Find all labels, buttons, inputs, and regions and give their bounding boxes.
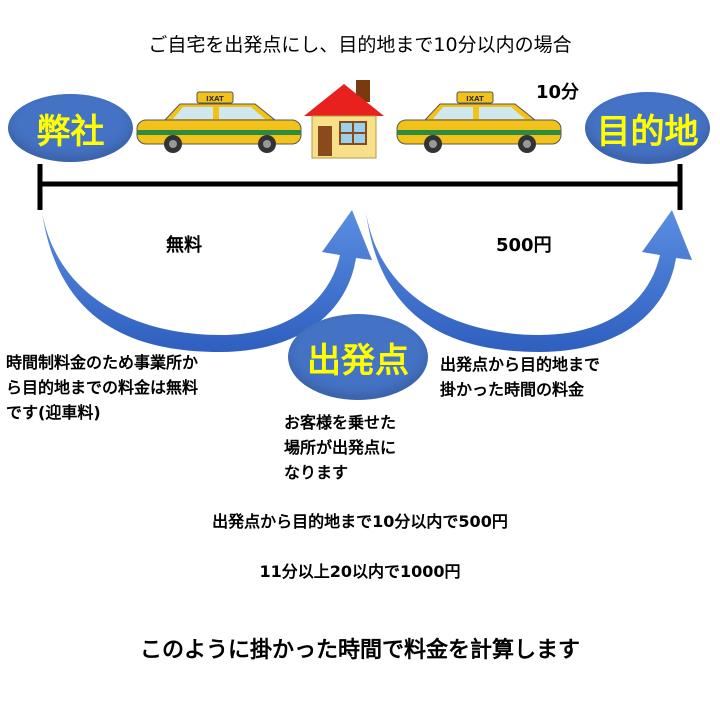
ten-minutes-label: 10分	[536, 82, 580, 103]
left-curved-arrow	[42, 210, 372, 352]
company-bubble: 弊社	[8, 94, 133, 162]
left-note-line: ら目的地までの料金は無料	[6, 378, 199, 397]
right-note-line: 出発点から目的地まで	[440, 355, 601, 374]
center-note: お客様を乗せた 場所が出発点に なります	[284, 410, 396, 485]
fare-label: 500円	[496, 235, 552, 256]
page-title: ご自宅を出発点にし、目的地まで10分以内の場合	[148, 34, 572, 56]
left-note-line: です(迎車料)	[6, 403, 101, 422]
left-note: 時間制料金のため事業所か ら目的地までの料金は無料 です(迎車料)	[6, 350, 198, 425]
taxi-icon	[136, 91, 302, 153]
center-note-line: お客様を乗せた	[284, 413, 397, 432]
taxi-icon	[396, 91, 562, 153]
right-note: 出発点から目的地まで 掛かった時間の料金	[440, 352, 600, 402]
start-label: 出発点	[307, 340, 409, 381]
destination-label: 目的地	[596, 111, 699, 152]
right-note-line: 掛かった時間の料金	[440, 380, 585, 399]
center-note-line: 場所が出発点に	[284, 438, 397, 457]
taxi-sign-2: IXAT	[466, 95, 484, 103]
house-icon	[304, 80, 384, 159]
start-bubble: 出発点	[288, 314, 428, 400]
free-label: 無料	[166, 235, 202, 256]
taxi-sign-1: IXAT	[206, 95, 224, 103]
company-label: 弊社	[36, 111, 105, 152]
timeline	[37, 164, 683, 210]
pricing-line-1: 出発点から目的地まで10分以内で500円	[212, 512, 508, 531]
left-note-line: 時間制料金のため事業所か	[6, 353, 199, 372]
conclusion-text: このように掛かった時間で料金を計算します	[139, 638, 580, 663]
pricing-line-2: 11分以上20以内で1000円	[259, 562, 461, 581]
center-note-line: なります	[284, 463, 349, 482]
destination-bubble: 目的地	[585, 92, 710, 164]
